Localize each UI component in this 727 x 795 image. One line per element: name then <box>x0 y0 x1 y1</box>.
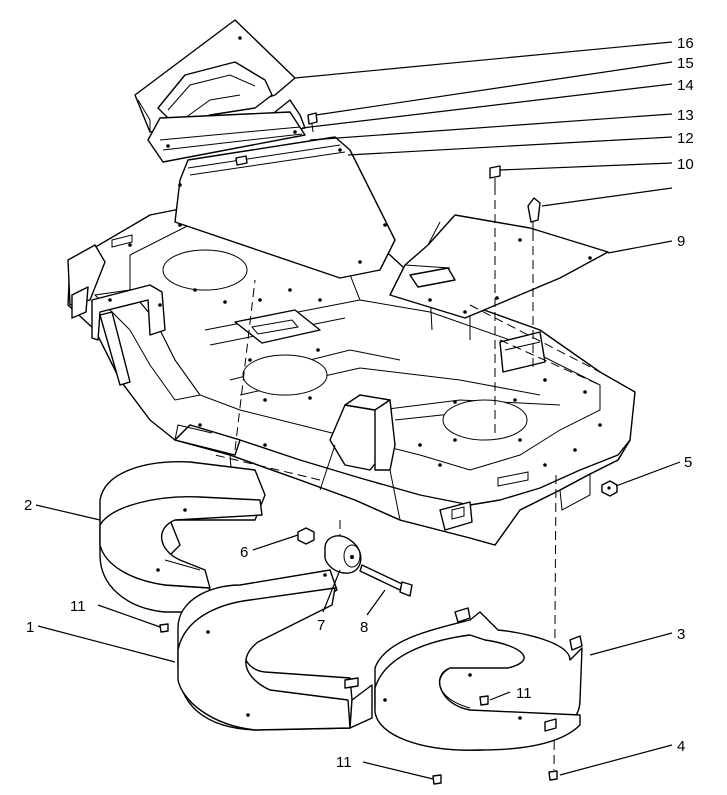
part-16-belt-cover <box>134 19 296 133</box>
callout-3: 3 <box>677 626 685 643</box>
part-11-screw-right <box>479 695 489 706</box>
callout-14: 14 <box>677 77 694 94</box>
part-8-bolt <box>359 564 413 597</box>
callout-8: 8 <box>360 619 368 636</box>
callout-15: 15 <box>677 55 694 72</box>
callout-9: 9 <box>677 233 685 250</box>
part-13-hinge-plate <box>147 111 306 163</box>
callout-13: 13 <box>677 107 694 124</box>
callout-11-right: 11 <box>516 685 532 702</box>
part-3-right-baffle <box>374 607 583 751</box>
part-4-screw <box>548 770 558 781</box>
mower-deck-housing <box>67 181 636 546</box>
part-2-left-baffle <box>99 461 266 613</box>
callout-labels: 16 15 14 13 12 10 10 9 5 3 4 2 1 6 7 8 1… <box>24 35 694 771</box>
part-11-screw-bottom <box>432 774 442 785</box>
callout-7: 7 <box>317 617 325 634</box>
part-6-nut <box>297 527 315 545</box>
callout-2: 2 <box>24 497 32 514</box>
part-9-right-cover <box>389 214 609 319</box>
callout-6: 6 <box>240 544 248 561</box>
part-11-screw-left <box>159 623 169 633</box>
callout-16: 16 <box>677 35 694 52</box>
callout-10: 10 <box>677 156 694 173</box>
part-15-bolt <box>307 112 318 133</box>
part-12-left-cover <box>174 136 396 279</box>
callout-11-bottom: 11 <box>336 754 352 771</box>
part-10-knob <box>527 197 541 232</box>
part-7-roller <box>324 535 362 574</box>
callout-4: 4 <box>677 738 685 755</box>
callout-5: 5 <box>684 454 692 471</box>
part-5-nut <box>601 480 618 497</box>
callout-1: 1 <box>26 619 34 636</box>
callout-11-left: 11 <box>70 598 86 615</box>
leader-lines <box>35 41 681 780</box>
part-1-center-baffle <box>177 569 373 731</box>
cover-bolt <box>489 165 501 186</box>
callout-12: 12 <box>677 130 694 147</box>
